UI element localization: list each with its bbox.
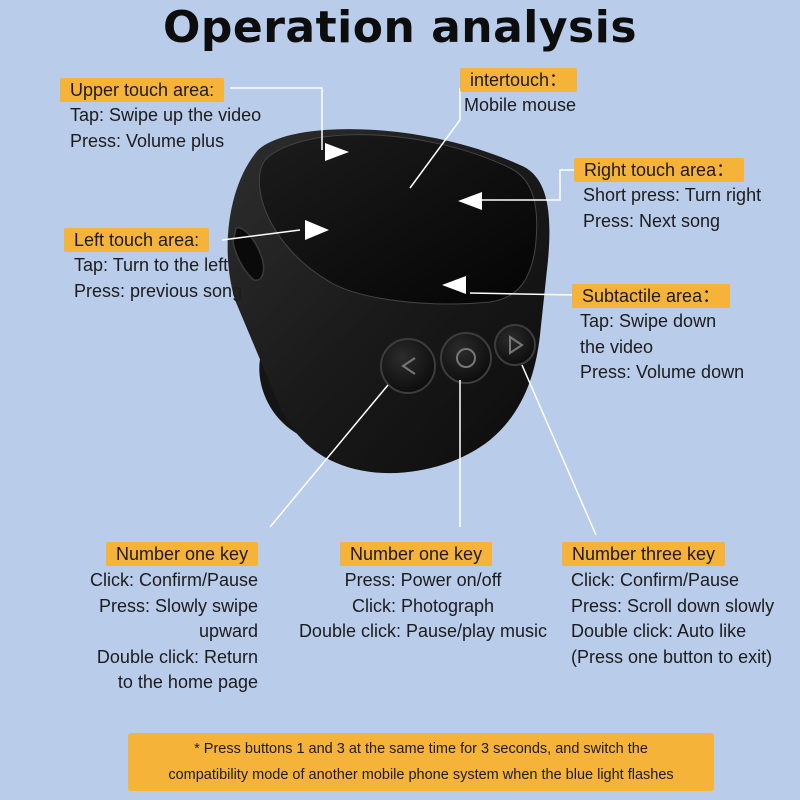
desc-line: Press: Slowly swipe [98,595,258,616]
desc-line: Press: Power on/off [344,570,502,590]
footnote-line: * Press buttons 1 and 3 at the same time… [194,741,648,757]
desc-line: upward [198,621,258,641]
subtactile-desc: Tap: Swipe down the video Press: Volume … [580,309,744,386]
right-touch-label: Right touch area： [574,158,745,182]
desc-line: Tap: Swipe up the video [70,105,262,125]
intertouch-desc: Mobile mouse [464,93,576,119]
desc-line: Click: Photograph [351,595,495,616]
desc-line: Double click: Pause/play music [298,621,548,641]
desc-line: Tap: Turn to the left [74,255,229,275]
arrow-right-icon [458,192,482,210]
key-middle-desc: Press: Power on/off Click: Photograph Do… [283,568,563,645]
arrow-subtactile-icon [442,276,466,294]
desc-line: Press: previous song [74,280,243,301]
key-right-label: Number three key [562,542,726,566]
key-left-label: Number one key [106,542,259,566]
leader-key-right [521,364,597,536]
desc-line: Press: Scroll down slowly [571,595,775,616]
leader-right [482,169,575,201]
desc-line: Tap: Swipe down [580,311,717,331]
right-touch-desc: Short press: Turn right Press: Next song [583,183,761,234]
arrow-upper-icon [325,143,349,161]
leader-upper [230,87,323,150]
button-left [380,338,436,394]
upper-touch-label: Upper touch area: [60,78,225,102]
leader-key-left [269,384,389,528]
footnote-line: compatibility mode of another mobile pho… [168,767,674,783]
intertouch-label: intertouch： [460,68,578,92]
subtactile-label: Subtactile area： [572,284,731,308]
page-title: Operation analysis [162,2,638,53]
desc-line: Mobile mouse [464,95,577,115]
footnote-box: * Press buttons 1 and 3 at the same time… [128,733,714,791]
desc-line: Short press: Turn right [583,185,762,205]
desc-line: Click: Confirm/Pause [89,570,258,590]
desc-line: Press: Volume down [580,362,745,382]
middle-ring-icon [456,348,476,368]
button-right [494,324,536,366]
desc-line: to the home page [117,672,258,692]
arrow-left-icon [305,220,329,240]
desc-line: Press: Next song [583,210,721,231]
leader-subtactile [469,292,576,296]
left-touch-label: Left touch area: [64,228,210,252]
key-right-desc: Click: Confirm/Pause Press: Scroll down … [571,568,774,670]
left-touch-desc: Tap: Turn to the left Press: previous so… [74,253,242,304]
left-chevron-icon [401,357,416,375]
desc-line: Press: Volume plus [70,130,225,151]
upper-touch-desc: Tap: Swipe up the video Press: Volume pl… [70,103,261,154]
desc-line: Double click: Return [96,646,258,667]
desc-line: Double click: Auto like [571,621,747,641]
desc-line: Click: Confirm/Pause [571,570,740,590]
key-left-desc: Click: Confirm/Pause Press: Slowly swipe… [60,568,258,696]
leader-left [221,229,301,241]
play-triangle-icon [509,335,524,355]
key-middle-label: Number one key [340,542,493,566]
touch-surface [258,134,538,305]
button-middle [440,332,492,384]
desc-line: (Press one button to exit) [571,646,773,667]
leader-intertouch [409,88,461,189]
desc-line: the video [580,336,654,357]
